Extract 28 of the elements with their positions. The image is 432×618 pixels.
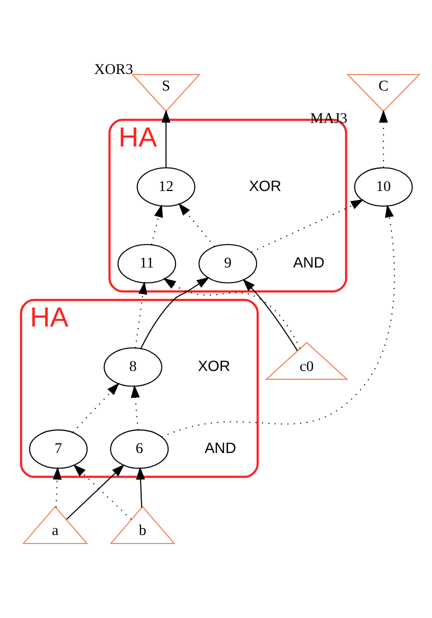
arrow bbox=[72, 382, 120, 433]
node-ellipse: 6 bbox=[110, 429, 169, 469]
node-ellipse: 10 bbox=[354, 167, 413, 207]
arrow bbox=[178, 202, 215, 247]
node-ellipse: 11 bbox=[118, 244, 176, 284]
node-label: XOR bbox=[248, 178, 282, 195]
arrow bbox=[52, 466, 62, 508]
node-ellipse: 12 bbox=[136, 167, 196, 207]
arrow bbox=[66, 464, 124, 520]
arrow bbox=[130, 384, 140, 430]
node-ellipse: 7 bbox=[29, 429, 88, 469]
arrow bbox=[251, 199, 364, 252]
node-label: XOR3 bbox=[94, 62, 134, 78]
arrow bbox=[378, 110, 388, 168]
arrow bbox=[242, 278, 298, 352]
node-ellipse: 9 bbox=[198, 244, 258, 284]
arrow bbox=[163, 278, 300, 349]
arrow bbox=[136, 466, 146, 508]
node-label: AND bbox=[293, 254, 325, 272]
node-label: AND bbox=[204, 440, 236, 458]
node-label: XOR bbox=[198, 358, 230, 376]
arrow bbox=[162, 110, 170, 168]
arrow bbox=[134, 281, 148, 348]
arrow bbox=[150, 204, 163, 245]
node-ellipse: 8 bbox=[104, 347, 162, 387]
arrow bbox=[140, 277, 210, 349]
arrow bbox=[73, 464, 132, 520]
arrow bbox=[162, 204, 395, 438]
